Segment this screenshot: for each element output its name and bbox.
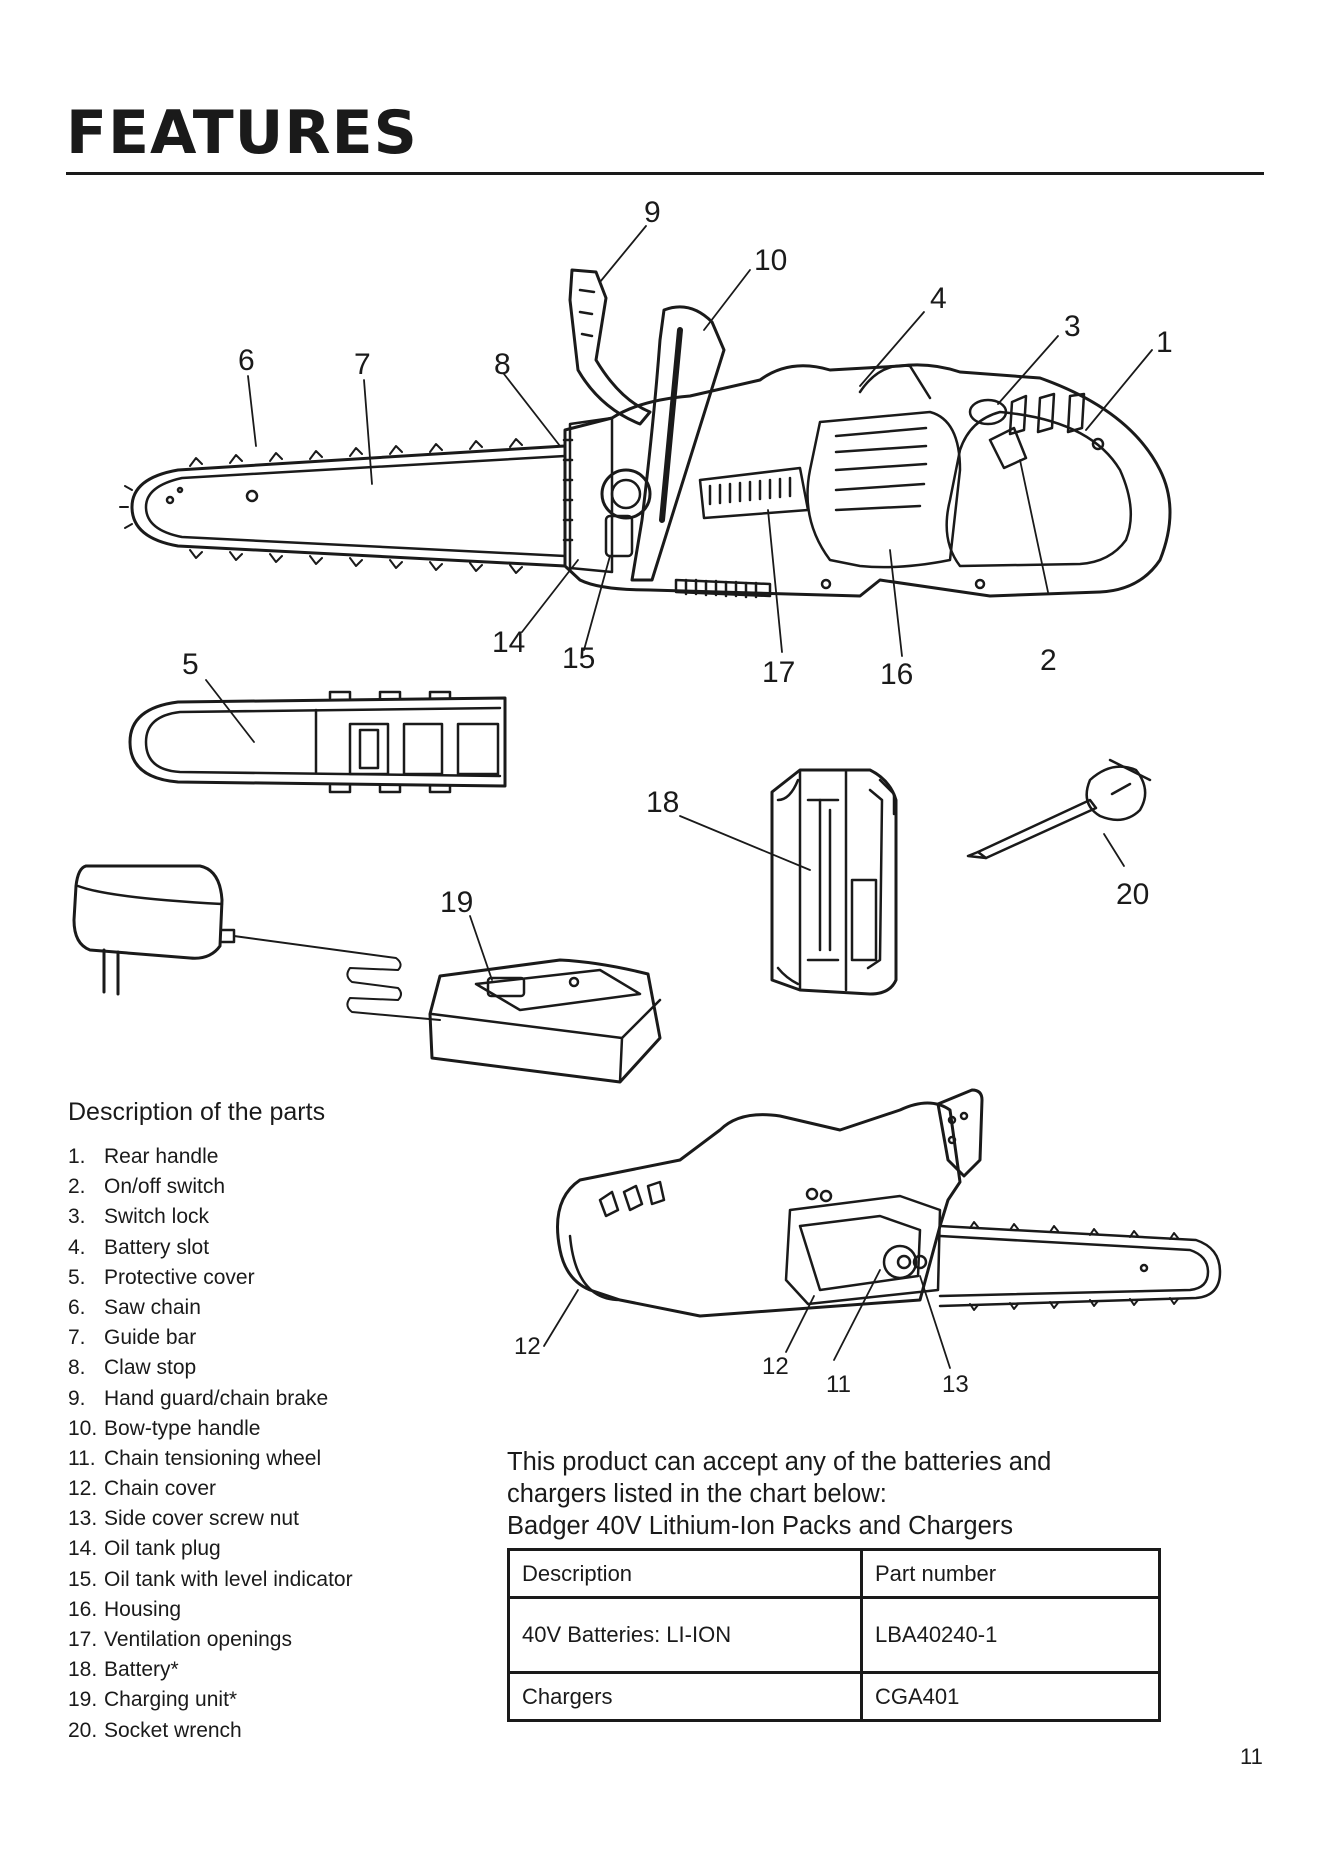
chainsaw-rear-view-illustration	[556, 1088, 1222, 1318]
list-item: 1.Rear handle	[68, 1145, 219, 1168]
callout-12: 12	[762, 1353, 789, 1380]
table-cell: Chargers	[507, 1671, 863, 1722]
list-item: 9.Hand guard/chain brake	[68, 1386, 329, 1410]
compatibility-text: This product can accept any of the batte…	[507, 1446, 1147, 1542]
battery-illustration	[770, 768, 898, 996]
callout-8: 8	[494, 348, 511, 381]
list-item: 8.Claw stop	[68, 1356, 197, 1380]
socket-wrench-illustration	[966, 758, 1152, 860]
parts-heading: Description of the parts	[68, 1098, 326, 1126]
callout-12-rear: 12	[514, 1333, 541, 1360]
callout-2: 2	[1040, 644, 1057, 677]
list-item: 5.Protective cover	[68, 1265, 255, 1289]
callout-13: 13	[942, 1371, 969, 1398]
list-item: 3.Switch lock	[68, 1205, 210, 1229]
list-item: 17.Ventilation openings	[68, 1628, 292, 1651]
page-title: FEATURES	[66, 98, 418, 168]
protective-cover-illustration	[128, 690, 507, 794]
page-number: 11	[1240, 1744, 1263, 1769]
callout-1: 1	[1156, 326, 1173, 359]
callout-9: 9	[644, 196, 661, 229]
callout-7: 7	[354, 348, 371, 381]
callout-18: 18	[646, 786, 679, 819]
callout-5: 5	[182, 648, 199, 681]
table-header-cell: Description	[507, 1548, 863, 1599]
callout-10: 10	[754, 244, 787, 277]
callout-20: 20	[1116, 878, 1149, 911]
callout-leader-lines	[205, 225, 1153, 1369]
callout-14: 14	[492, 626, 525, 659]
charger-illustration	[72, 864, 662, 1084]
list-item: 12.Chain cover	[68, 1477, 217, 1501]
callout-19: 19	[440, 886, 473, 919]
callout-17: 17	[762, 656, 795, 689]
list-item: 13.Side cover screw nut	[68, 1507, 299, 1531]
list-item: 10.Bow-type handle	[68, 1416, 261, 1440]
parts-list: 1.Rear handle 2.On/off switch 3.Switch l…	[68, 1142, 353, 1746]
table-header-row: Description Part number	[507, 1548, 1161, 1599]
list-item: 20.Socket wrench	[68, 1718, 242, 1742]
callout-4: 4	[930, 282, 947, 315]
list-item: 4.Battery slot	[68, 1235, 210, 1259]
list-item: 2.On/off switch	[68, 1175, 225, 1199]
table-cell: 40V Batteries: LI-ION	[507, 1596, 863, 1674]
compatibility-line-3: Badger 40V Lithium-Ion Packs and Charger…	[507, 1512, 1014, 1540]
callout-16: 16	[880, 658, 913, 691]
list-item: 16.Housing	[68, 1597, 182, 1621]
list-item: 11.Chain tensioning wheel	[68, 1446, 322, 1470]
list-item: 6.Saw chain	[68, 1295, 201, 1319]
chainsaw-side-view-illustration	[119, 268, 1172, 599]
table-cell: LBA40240-1	[860, 1596, 1161, 1674]
list-item: 15.Oil tank with level indicator	[68, 1567, 353, 1591]
title-rule	[66, 172, 1264, 175]
list-item: 19.Charging unit*	[68, 1688, 238, 1712]
table-header-cell: Part number	[860, 1548, 1161, 1599]
callout-15: 15	[562, 642, 595, 675]
list-item: 14.Oil tank plug	[68, 1537, 221, 1561]
compatibility-line-2: chargers listed in the chart below:	[507, 1480, 887, 1508]
compatibility-table: Description Part number 40V Batteries: L…	[507, 1548, 1161, 1722]
callout-3: 3	[1064, 310, 1081, 343]
list-item: 18.Battery*	[68, 1658, 179, 1682]
compatibility-line-1: This product can accept any of the batte…	[507, 1448, 1052, 1476]
table-row: 40V Batteries: LI-ION LBA40240-1	[507, 1596, 1161, 1674]
callout-6: 6	[238, 344, 255, 377]
callout-11: 11	[826, 1371, 851, 1398]
list-item: 7.Guide bar	[68, 1326, 197, 1350]
table-row: Chargers CGA401	[507, 1671, 1161, 1722]
table-cell: CGA401	[860, 1671, 1161, 1722]
